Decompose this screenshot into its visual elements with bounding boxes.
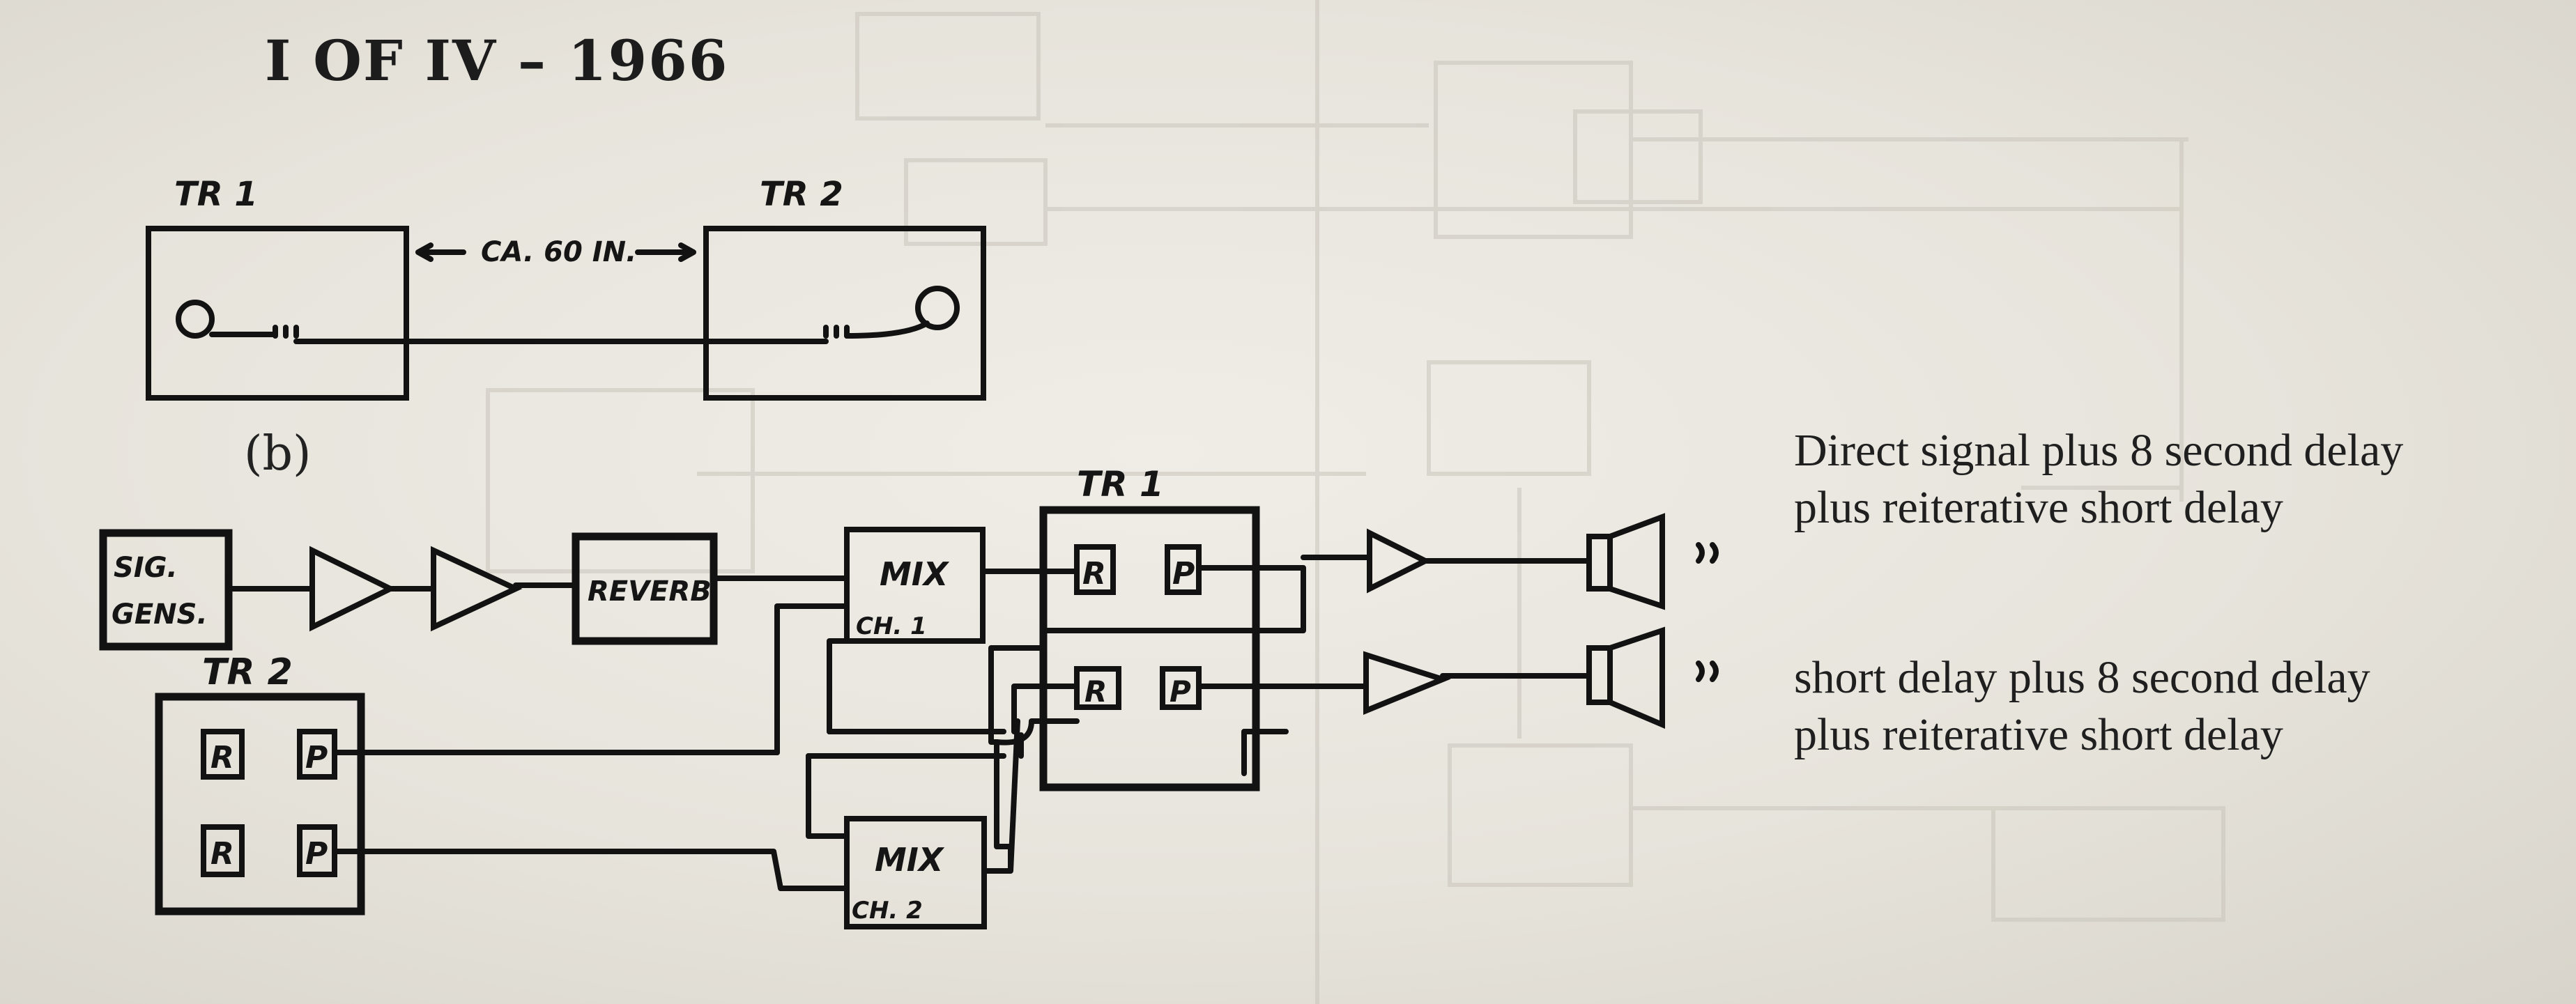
mix1-label: MIX xyxy=(880,555,950,593)
svg-text:R: R xyxy=(210,740,234,775)
reverb-block: REVERB xyxy=(572,532,718,645)
svg-text:P: P xyxy=(1170,674,1191,709)
distance-annotation: CA. 60 IN. xyxy=(415,236,696,268)
page-heading: I OF IV – 1966 xyxy=(265,28,729,93)
sig-gen-label-1: SIG. xyxy=(114,552,178,584)
mix-channel-2-block: MIX CH. 2 xyxy=(844,816,987,929)
output-2-caption: short delay plus 8 second delay plus rei… xyxy=(1794,649,2370,764)
mix-channel-1-block: MIX CH. 1 xyxy=(844,527,986,644)
figure-label: (b) xyxy=(244,426,312,481)
tr1-playback-head-2: P xyxy=(1160,666,1202,710)
output-2-caption-line-1: short delay plus 8 second delay xyxy=(1794,652,2370,703)
output-2-caption-line-2: plus reiterative short delay xyxy=(1794,709,2283,760)
svg-text:P: P xyxy=(1172,556,1195,592)
mix2-label: MIX xyxy=(875,841,945,879)
mix1-channel-label: CH. 1 xyxy=(856,612,927,640)
output-amplifier-2 xyxy=(1363,651,1451,715)
signal-generators-block: SIG. GENS. xyxy=(99,529,233,651)
reverb-label: REVERB xyxy=(588,576,712,608)
svg-text:R: R xyxy=(1084,674,1107,709)
distance-label: CA. 60 IN. xyxy=(481,236,636,268)
tr1-record-head-1: R xyxy=(1074,544,1116,595)
tr2-top-label: TR 2 xyxy=(760,175,843,214)
svg-text:R: R xyxy=(1082,556,1106,592)
tr2-recorder: TR 2 R P R P xyxy=(155,651,365,916)
output-1-caption-line-1: Direct signal plus 8 second delay xyxy=(1794,425,2404,476)
tr1-recorder-top: TR 1 xyxy=(146,175,409,401)
sig-gen-label-2: GENS. xyxy=(112,598,208,631)
tr1-top-label: TR 1 xyxy=(174,175,258,214)
tr2-record-head-1: R xyxy=(201,729,245,780)
mix2-channel-label: CH. 2 xyxy=(852,897,923,925)
svg-text:R: R xyxy=(210,836,234,872)
tr1-record-head-2: R xyxy=(1074,666,1121,710)
tr2-recorder-top: TR 2 xyxy=(703,175,986,401)
amplifier-2 xyxy=(431,546,523,632)
tr2-record-head-2: R xyxy=(201,824,245,877)
svg-text:P: P xyxy=(305,740,328,775)
tr1-recorder: TR 1 R P R P xyxy=(1039,464,1260,791)
output-1-caption-line-2: plus reiterative short delay xyxy=(1794,482,2283,533)
tr2-label: TR 2 xyxy=(202,651,293,693)
output-1-caption: Direct signal plus 8 second delay plus r… xyxy=(1794,422,2403,536)
tr2-playback-head-2: P xyxy=(297,824,337,877)
amplifier-1 xyxy=(309,546,397,632)
tr2-playback-head-1: P xyxy=(297,729,337,780)
output-amplifier-1 xyxy=(1367,528,1432,594)
loudspeaker-2 xyxy=(1586,626,1719,729)
tr1-label: TR 1 xyxy=(1077,464,1164,504)
svg-text:P: P xyxy=(305,836,328,872)
tr1-playback-head-1: P xyxy=(1165,544,1202,595)
loudspeaker-1 xyxy=(1586,513,1719,610)
